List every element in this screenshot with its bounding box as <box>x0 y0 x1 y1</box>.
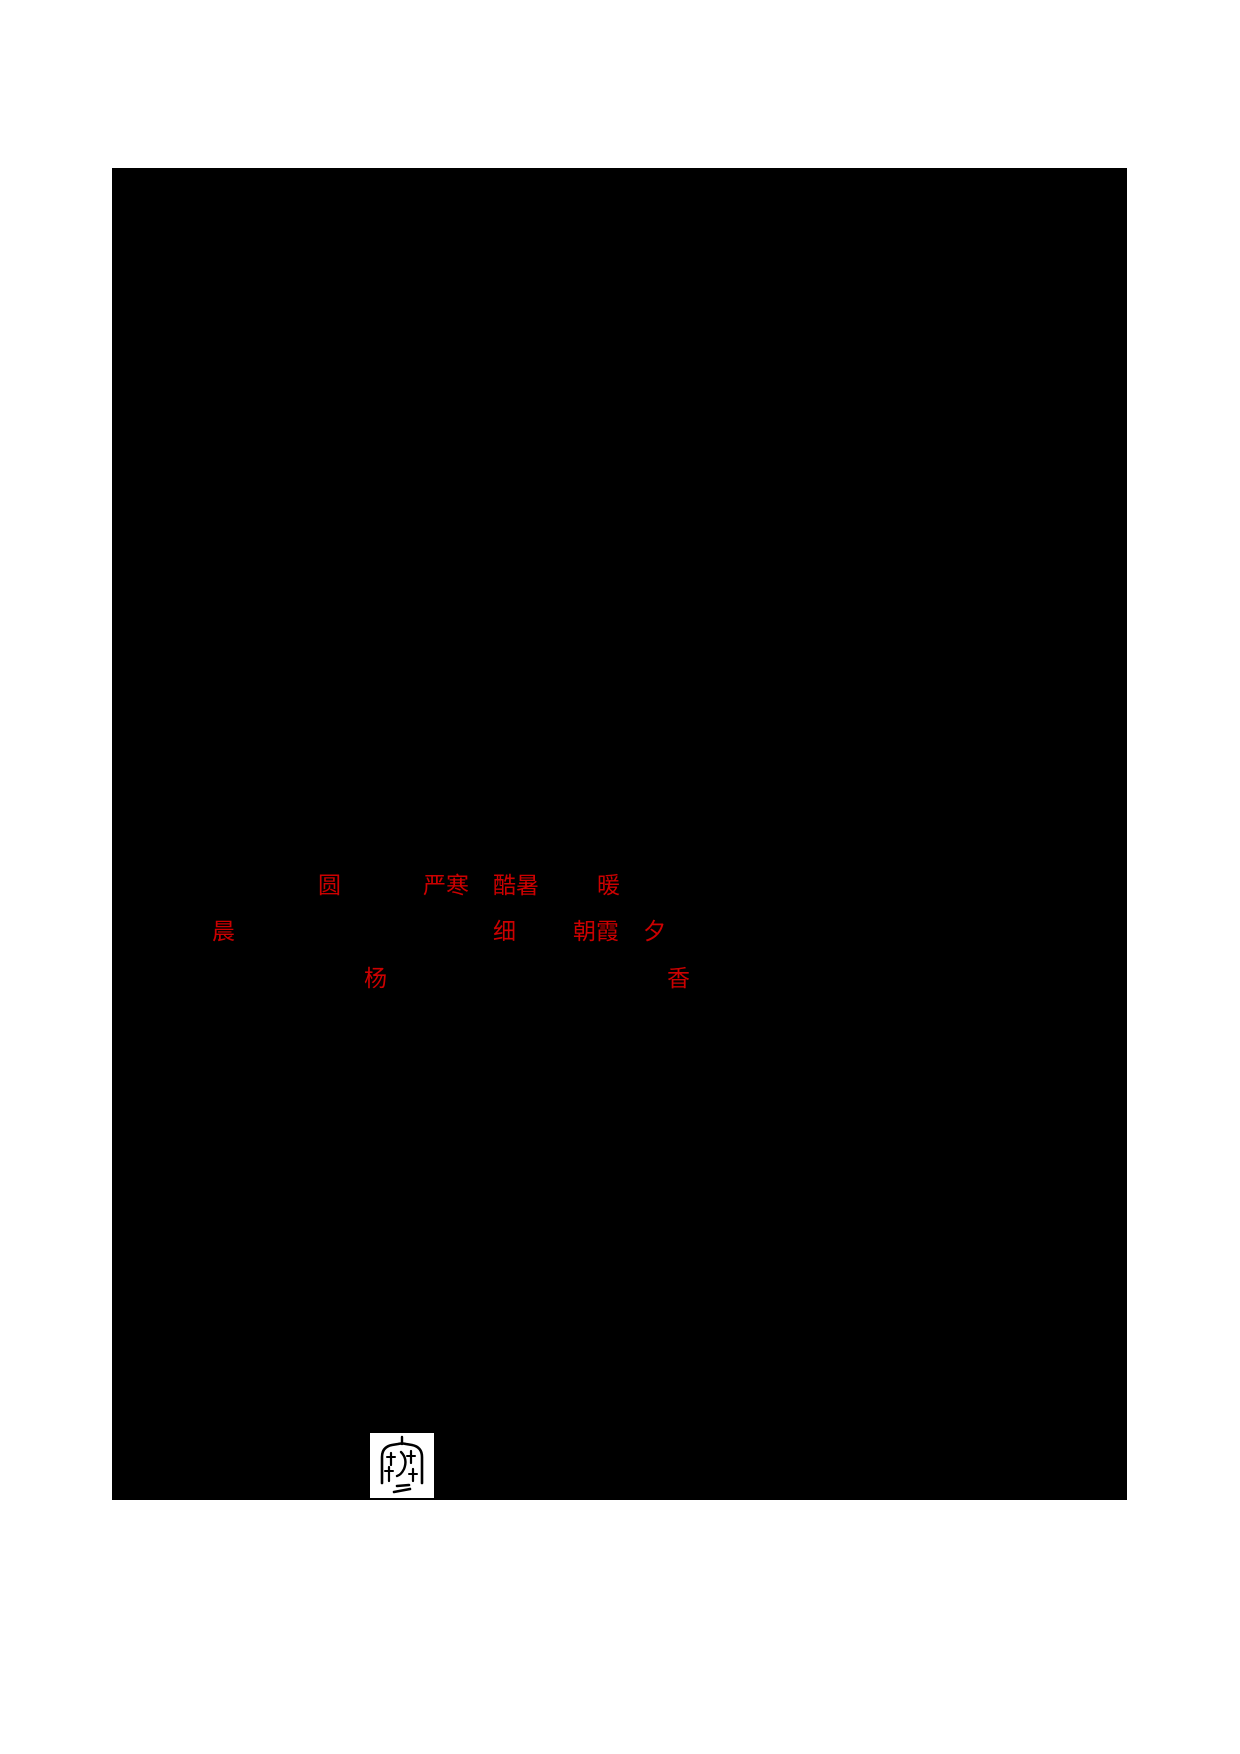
redacted-text-block <box>112 168 1127 1500</box>
highlight-word-kushu: 酷暑 <box>493 873 539 899</box>
highlight-char-chen: 晨 <box>212 919 235 945</box>
highlight-char-nuan: 暖 <box>597 873 620 899</box>
highlight-word-yanhan: 严寒 <box>423 873 469 899</box>
highlight-char-yang: 杨 <box>364 966 387 992</box>
highlight-char-xi-evening: 夕 <box>643 919 666 945</box>
highlight-word-zhaoxia: 朝霞 <box>573 919 619 945</box>
highlight-char-xi-fine: 细 <box>493 919 516 945</box>
seal-script-character-icon <box>380 1435 424 1494</box>
seal-stamp-image <box>370 1433 434 1498</box>
highlight-char-yuan: 圆 <box>318 873 341 899</box>
highlight-char-xiang: 香 <box>667 966 690 992</box>
